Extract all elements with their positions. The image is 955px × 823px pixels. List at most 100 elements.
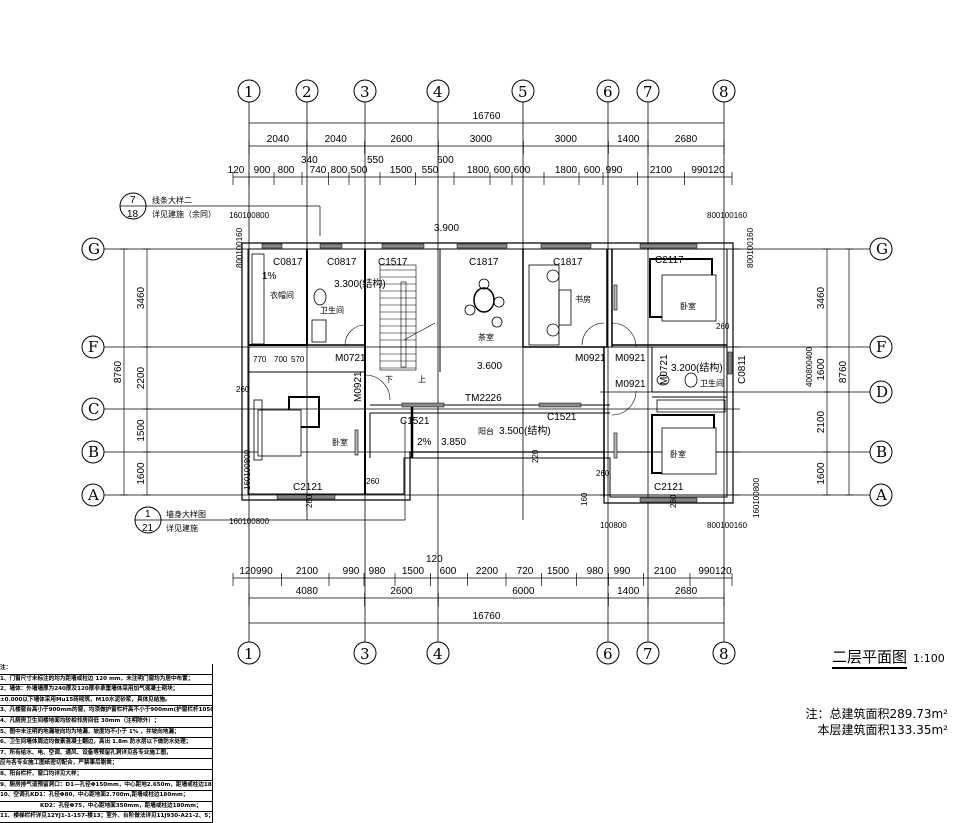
dim-text: 800100160 xyxy=(746,227,755,268)
level-mark: 3.200(结构) xyxy=(671,361,723,374)
dim-text: 1600 xyxy=(136,462,147,485)
dim-text: 550 xyxy=(422,165,439,176)
sink xyxy=(311,319,327,343)
dim-text: 16760 xyxy=(473,111,501,122)
axis-bubble xyxy=(636,79,660,103)
door-label: M0921 xyxy=(353,371,364,402)
axis-label: B xyxy=(876,443,887,461)
dim-text: 3000 xyxy=(470,134,493,145)
dim-text: 8760 xyxy=(113,360,124,383)
axis-label: 4 xyxy=(433,83,443,101)
axis-bubble xyxy=(869,483,893,507)
note-line: ±0.000以下墙体采用Mu15砖砌筑，M10水泥砂浆，具体见结施。 xyxy=(0,696,212,707)
callout-sheet: 18 xyxy=(127,209,139,220)
axis-label: 8 xyxy=(719,83,729,101)
window-label: C0817 xyxy=(327,257,357,268)
dimension-lines xyxy=(120,122,853,624)
dim-text: 120 xyxy=(426,554,443,565)
dim-text: 1400 xyxy=(617,134,640,145)
staircase[interactable] xyxy=(379,264,436,371)
dim-text: 260 xyxy=(596,469,610,478)
dim-text: 1400 xyxy=(617,586,640,597)
dim-text: 990120 xyxy=(698,566,732,577)
note-line: 4、凡厨房卫生间楼地面均较相邻房间低 30mm（注明除外）； xyxy=(0,717,212,728)
dim-text: 600 xyxy=(494,165,511,176)
dim-text: 120 xyxy=(228,165,245,176)
dim-text: 160 xyxy=(580,492,589,506)
dim-text: 1800 xyxy=(555,165,578,176)
axis-bubble xyxy=(81,440,105,464)
axis-label: G xyxy=(876,240,888,258)
window-label: C1817 xyxy=(553,257,583,268)
dim-text: 720 xyxy=(517,566,534,577)
dim-text: 2680 xyxy=(675,134,698,145)
drawing-title-name: 二层平面图 xyxy=(832,648,908,669)
dim-text: 600 xyxy=(584,165,601,176)
window-label: C0817 xyxy=(273,257,303,268)
note-line: 11、楼梯栏杆详见12YJ1-1-157-楼13；室外、台阶做法详见11J930… xyxy=(0,812,212,823)
dim-text: 340 xyxy=(301,155,318,166)
note-line: 3、凡楼窗台高小于900mm的窗，均须做护窗栏杆高不小于900mm(护窗栏杆10… xyxy=(0,706,212,717)
axis-label: F xyxy=(876,338,886,356)
doors[interactable] xyxy=(344,284,637,459)
callout-ref: 详见建施 xyxy=(166,523,198,533)
door-label: M0921 xyxy=(615,353,646,364)
floor-plan-drawing xyxy=(104,102,870,642)
axis-bubble xyxy=(237,641,261,665)
dim-text: 3460 xyxy=(136,286,147,309)
axis-bubble xyxy=(712,641,736,665)
stair-up-label: 上 xyxy=(418,375,426,384)
note-line: 5、图中未注明的地漏坡向均为地漏，坡度均不小于 1% ，并坡向地漏； xyxy=(0,728,212,739)
dim-text: 800 xyxy=(278,165,295,176)
door-label: M0921 xyxy=(575,353,606,364)
dim-text: 600 xyxy=(437,155,454,166)
callout-sheet: 21 xyxy=(142,523,154,534)
axis-label: A xyxy=(875,486,887,504)
dim-text: 980 xyxy=(369,566,386,577)
note-line: 9、厨房排气道预留洞口：D1—孔径Φ150mm，中心距地2.650m，距墙或柱边… xyxy=(0,781,212,792)
windows xyxy=(261,243,733,503)
room-label-bathroom: 卫生间 xyxy=(700,378,724,388)
axis-bubble xyxy=(511,79,535,103)
room-label-bathroom: 卫生间 xyxy=(320,305,344,315)
toilet xyxy=(313,288,327,306)
dim-text: 990 xyxy=(343,566,360,577)
dim-text: 16760 xyxy=(473,611,501,622)
axis-bubble xyxy=(636,641,660,665)
axis-bubble xyxy=(596,79,620,103)
drawing-scale: 1:100 xyxy=(913,652,945,665)
dim-text: 2200 xyxy=(136,366,147,389)
axis-label: C xyxy=(88,400,99,418)
level-mark: 3.500(结构) xyxy=(499,424,551,437)
dim-text: 1500 xyxy=(547,566,570,577)
room-label-tea-room: 茶室 xyxy=(478,332,494,342)
axis-bubble xyxy=(295,79,319,103)
axis-bubble xyxy=(81,397,105,421)
design-notes: 注：1、门窗尺寸未标注的均为距墙或柱边 120 mm，未注明门窗均为居中布置；2… xyxy=(0,664,213,823)
dim-text: 2100 xyxy=(650,165,673,176)
dim-text: 740 xyxy=(310,165,327,176)
dim-text: 570 xyxy=(291,355,305,364)
wardrobe-east xyxy=(656,399,726,413)
level-mark: 3.900 xyxy=(434,223,459,234)
room-label-bedroom: 卧室 xyxy=(680,301,696,311)
dim-text: 600 xyxy=(440,566,457,577)
area-summary: 注：总建筑面积289.73m² 本层建筑面积133.35m² xyxy=(800,706,949,738)
wardrobe xyxy=(251,253,265,345)
dim-text: 800100160 xyxy=(707,211,748,220)
callout-ref: 详见建施（余同） xyxy=(152,209,216,219)
note-line: 8、阳台栏杆、窗口均详见大样； xyxy=(0,770,212,781)
dim-text: 3000 xyxy=(555,134,578,145)
dim-text: 220 xyxy=(531,449,540,463)
callout-title: 墙身大样图 xyxy=(166,509,206,519)
axis-bubble xyxy=(353,641,377,665)
dim-text: 160100800 xyxy=(243,449,252,490)
level-mark: 3.600 xyxy=(477,361,502,372)
dim-text: 990 xyxy=(606,165,623,176)
dim-text: 800100160 xyxy=(235,227,244,268)
room-label-study: 书房 xyxy=(575,294,591,304)
dim-text: 800100160 xyxy=(707,521,748,530)
dim-text: 550 xyxy=(367,155,384,166)
